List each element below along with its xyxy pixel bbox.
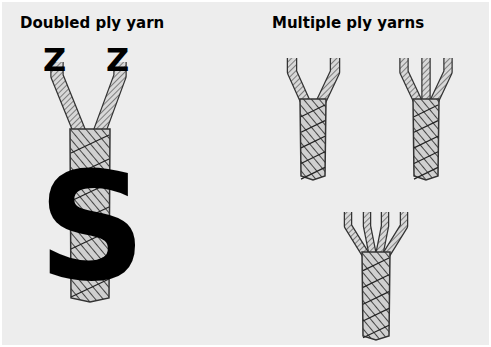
twist-seam bbox=[301, 136, 325, 148]
twist-seam bbox=[414, 136, 438, 148]
twist-seam bbox=[301, 105, 325, 117]
twist-seam bbox=[363, 308, 389, 321]
twist-seam bbox=[71, 135, 109, 153]
twist-letter: Z bbox=[43, 44, 66, 76]
twist-seam bbox=[363, 258, 389, 271]
twist-seam bbox=[301, 121, 325, 133]
plied-yarn bbox=[362, 252, 390, 340]
twist-seam bbox=[363, 292, 389, 305]
yarn-figure bbox=[292, 58, 335, 180]
twist-seam bbox=[414, 152, 438, 164]
twist-seam bbox=[363, 275, 389, 288]
twist-seam bbox=[301, 152, 325, 164]
twist-seam bbox=[414, 121, 438, 133]
twist-letter: Z bbox=[106, 44, 129, 76]
plied-yarn bbox=[413, 99, 439, 180]
twist-seam bbox=[363, 325, 389, 338]
heading: Multiple ply yarns bbox=[272, 16, 424, 31]
twist-seam bbox=[301, 167, 325, 179]
heading: Doubled ply yarn bbox=[20, 16, 164, 31]
plied-yarn bbox=[300, 99, 326, 180]
yarn-figure bbox=[348, 212, 404, 340]
yarn-figure bbox=[404, 58, 448, 180]
twist-seam bbox=[414, 105, 438, 117]
twist-letter: S bbox=[38, 152, 146, 302]
twist-seam bbox=[414, 167, 438, 179]
